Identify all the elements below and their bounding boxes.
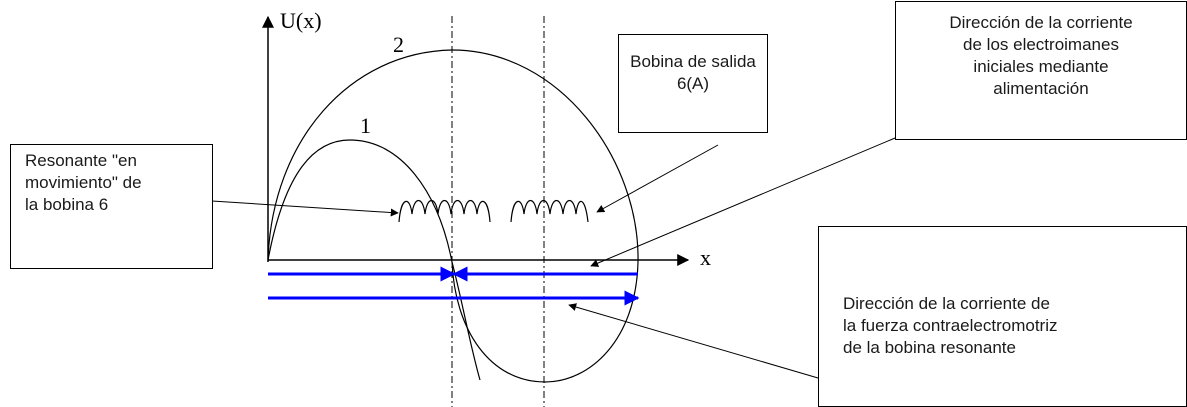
callout-initial-current: Dirección de la corriente de los electro…	[895, 1, 1187, 140]
curve-2	[267, 49, 639, 383]
pointer-resonant	[211, 200, 399, 217]
callout-resonant-moving-text: Resonante "en movimiento" de la bobina 6	[25, 151, 142, 214]
callout-output-coil-text: Bobina de salida 6(A)	[630, 52, 756, 93]
curve-1	[267, 139, 481, 381]
callout-initial-current-text: Dirección de la corriente de los electro…	[949, 13, 1133, 98]
coil-icon	[510, 199, 589, 223]
y-axis-label: U(x)	[280, 8, 322, 33]
curve-1-label: 1	[360, 113, 371, 138]
pointer-back-emf	[568, 303, 819, 379]
callout-back-emf-current: Dirección de la corriente de la fuerza c…	[818, 226, 1187, 407]
x-axis-label: x	[700, 245, 711, 270]
callout-back-emf-current-text: Dirección de la corriente de la fuerza c…	[843, 294, 1058, 357]
callout-resonant-moving: Resonante "en movimiento" de la bobina 6	[10, 144, 213, 269]
callout-output-coil: Bobina de salida 6(A)	[618, 34, 768, 133]
curve-2-label: 2	[393, 32, 404, 57]
pointer-initial-current	[590, 137, 896, 267]
pointer-output-coil	[596, 144, 719, 213]
coil-icon	[398, 199, 491, 223]
